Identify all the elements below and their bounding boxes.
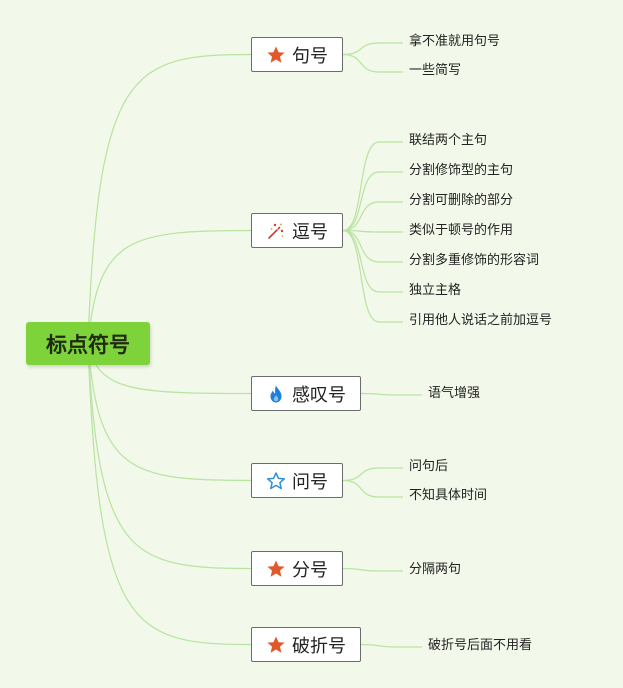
topic-label: 分号: [292, 559, 328, 581]
star-filled-icon: [266, 45, 286, 65]
leaf-line: [342, 171, 403, 232]
leaf-item[interactable]: 破折号后面不用看: [428, 638, 533, 653]
leaf-line: [342, 201, 403, 232]
leaf-item[interactable]: 问句后: [409, 459, 449, 474]
sparkle-icon: [266, 221, 286, 241]
leaf-line: [360, 392, 422, 396]
branch-line-1: [87, 53, 252, 344]
leaf-line: [342, 141, 403, 232]
star-outline-icon: [266, 471, 286, 491]
leaf-item[interactable]: 分割修饰型的主句: [409, 163, 514, 178]
topic-label: 感叹号: [292, 384, 346, 406]
root-topic-label: 标点符号: [46, 332, 130, 357]
leaf-line: [360, 643, 422, 648]
leaf-item[interactable]: 不知具体时间: [409, 488, 488, 503]
branch-line-4: [87, 342, 252, 482]
topic-2[interactable]: 逗号: [251, 213, 343, 248]
leaf-line: [342, 229, 403, 233]
topic-3[interactable]: 感叹号: [251, 376, 361, 411]
topic-label: 逗号: [292, 221, 328, 243]
flame-icon: [266, 384, 286, 404]
star-filled-icon: [266, 635, 286, 655]
leaf-line: [342, 229, 403, 323]
branch-line-6: [87, 342, 252, 646]
branch-line-5: [87, 342, 252, 570]
leaf-line: [342, 467, 403, 482]
topic-5[interactable]: 分号: [251, 551, 343, 586]
leaf-item[interactable]: 拿不准就用句号: [409, 34, 501, 49]
leaf-item[interactable]: 分割可删除的部分: [409, 193, 514, 208]
topic-label: 问号: [292, 471, 328, 493]
leaf-item[interactable]: 独立主格: [409, 283, 462, 298]
leaf-item[interactable]: 语气增强: [428, 386, 481, 401]
leaf-line: [342, 229, 403, 263]
leaf-item[interactable]: 联结两个主句: [409, 133, 488, 148]
topic-label: 句号: [292, 45, 328, 67]
topic-label: 破折号: [292, 635, 346, 657]
leaf-item[interactable]: 分割多重修饰的形容词: [409, 253, 540, 268]
root-topic[interactable]: 标点符号: [26, 322, 150, 365]
branch-line-2: [87, 229, 252, 344]
leaf-item[interactable]: 一些简写: [409, 63, 462, 78]
topic-1[interactable]: 句号: [251, 37, 343, 72]
star-filled-icon: [266, 559, 286, 579]
topic-4[interactable]: 问号: [251, 463, 343, 498]
leaf-line: [342, 567, 403, 572]
leaf-line: [342, 42, 403, 56]
leaf-item[interactable]: 分隔两句: [409, 562, 462, 577]
leaf-line: [342, 53, 403, 73]
leaf-line: [342, 479, 403, 498]
topic-6[interactable]: 破折号: [251, 627, 361, 662]
leaf-item[interactable]: 类似于顿号的作用: [409, 223, 514, 238]
leaf-item[interactable]: 引用他人说话之前加逗号: [409, 313, 553, 328]
